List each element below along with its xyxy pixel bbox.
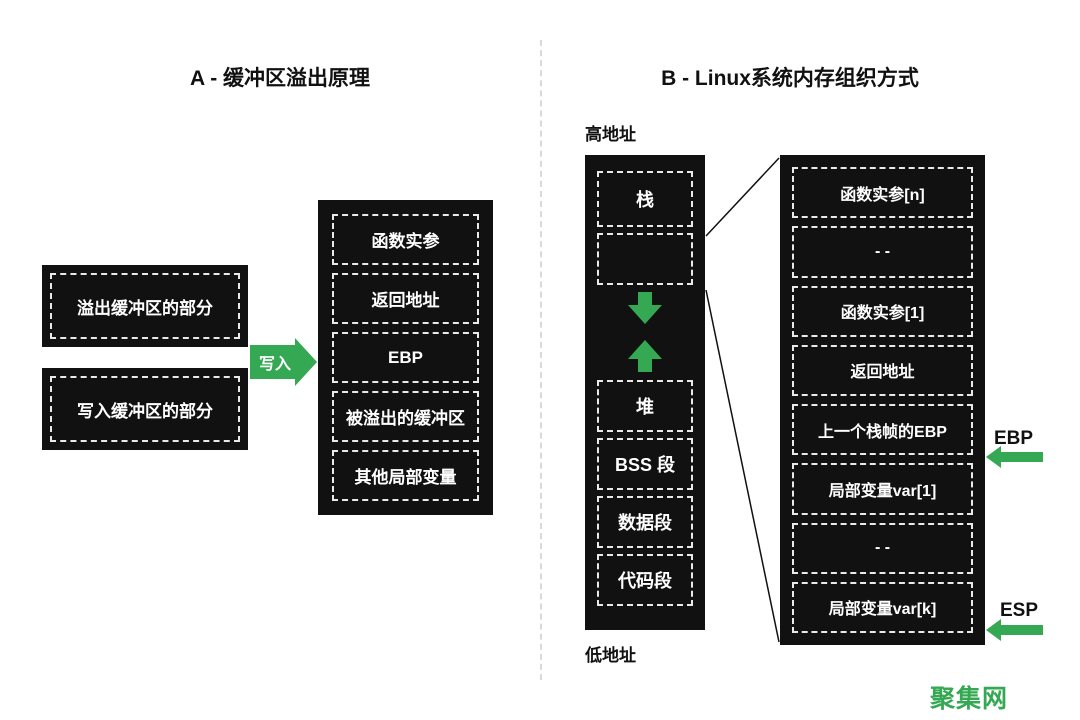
write-part-box: 写入缓冲区的部分 xyxy=(42,368,248,450)
frame-cell-arg-1: 函数实参[1] xyxy=(792,285,973,337)
overflow-part-box: 溢出缓冲区的部分 xyxy=(42,265,248,347)
stack-cell-args: 函数实参 xyxy=(332,214,479,265)
frame-cell-arg-n: 函数实参[n] xyxy=(792,167,973,219)
frame-cell-ellipsis-top: - - xyxy=(792,226,973,278)
esp-pointer-arrow xyxy=(986,619,1043,641)
frame-cell-return-address: 返回地址 xyxy=(792,344,973,396)
site-watermark: 聚集网 xyxy=(930,685,1009,713)
panel-a-title: A - 缓冲区溢出原理 xyxy=(189,67,371,90)
panel-divider xyxy=(540,40,542,680)
write-arrow-label: 写入 xyxy=(250,345,296,379)
frame-cell-var-k: 局部变量var[k] xyxy=(792,581,973,633)
esp-register-label: ESP xyxy=(1000,600,1039,621)
segment-data: 数据段 xyxy=(597,496,693,548)
memory-layout-column: 栈 堆 BSS 段 数据段 代码段 xyxy=(585,155,705,630)
write-part-label: 写入缓冲区的部分 xyxy=(50,376,240,442)
write-arrow: 写入 xyxy=(250,338,318,386)
segment-code: 代码段 xyxy=(597,554,693,606)
low-address-label: 低地址 xyxy=(585,646,636,665)
segment-stack: 栈 xyxy=(597,171,693,227)
heap-grows-up-arrow xyxy=(585,340,705,372)
stack-cell-return-address: 返回地址 xyxy=(332,273,479,324)
segment-heap: 堆 xyxy=(597,380,693,432)
stack-frame-detail-box: 函数实参[n] - - 函数实参[1] 返回地址 上一个栈帧的EBP 局部变量v… xyxy=(780,155,985,645)
ebp-register-label: EBP xyxy=(994,428,1034,449)
panel-b-title: B - Linux系统内存组织方式 xyxy=(661,67,919,90)
segment-bss: BSS 段 xyxy=(597,438,693,490)
frame-cell-saved-ebp: 上一个栈帧的EBP xyxy=(792,404,973,456)
stack-growth-empty-cell xyxy=(597,233,693,285)
frame-cell-ellipsis-bottom: - - xyxy=(792,522,973,574)
stack-cell-overflowed-buffer: 被溢出的缓冲区 xyxy=(332,391,479,442)
high-address-label: 高地址 xyxy=(585,125,636,144)
frame-cell-var-1: 局部变量var[1] xyxy=(792,463,973,515)
write-arrow-head xyxy=(295,338,318,386)
stack-grows-down-arrow xyxy=(585,292,705,324)
overflow-part-label: 溢出缓冲区的部分 xyxy=(50,273,240,339)
stack-cell-ebp: EBP xyxy=(332,332,479,383)
target-stack-box: 函数实参 返回地址 EBP 被溢出的缓冲区 其他局部变量 xyxy=(318,200,493,515)
stack-cell-other-locals: 其他局部变量 xyxy=(332,450,479,501)
ebp-pointer-arrow xyxy=(986,446,1043,468)
